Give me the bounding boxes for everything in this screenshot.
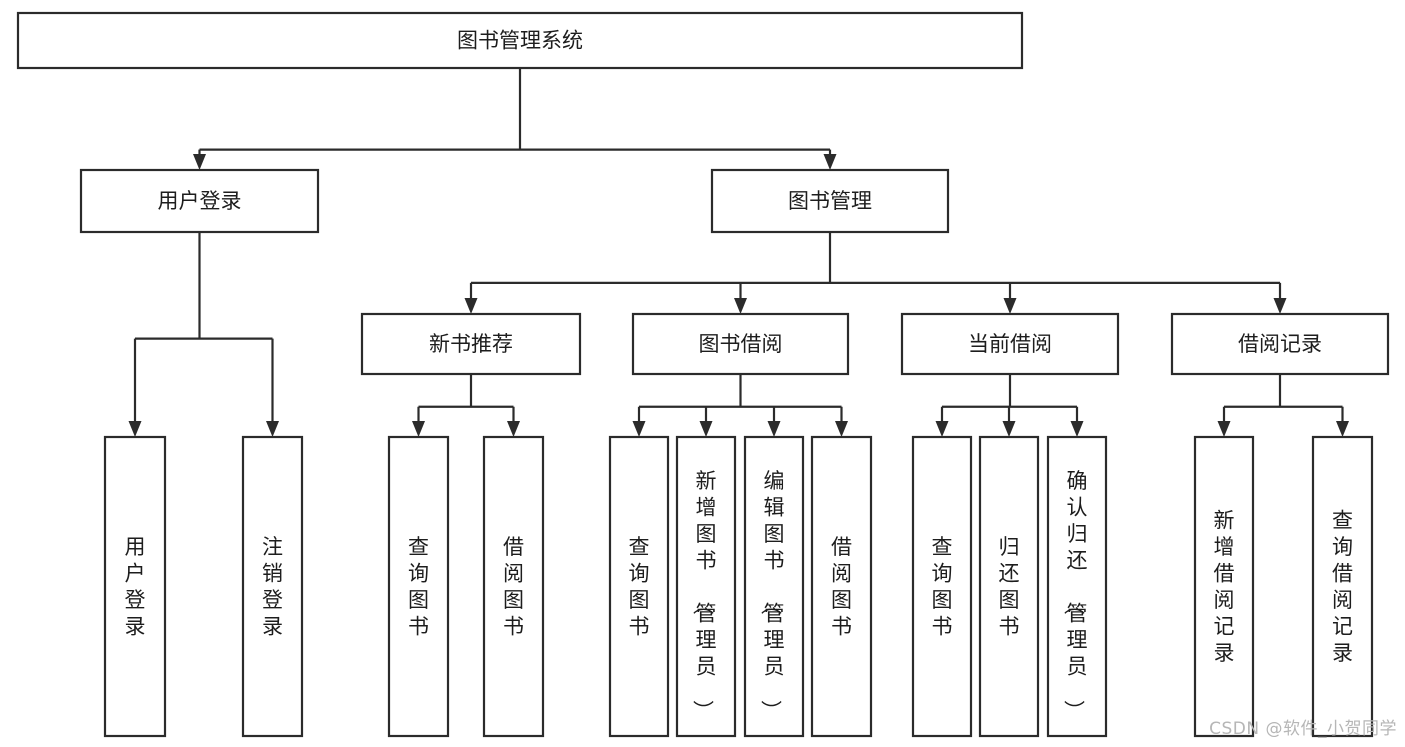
arrow-head-leaf-return-book: [1002, 421, 1016, 437]
node-label-leaf-query-book-2: 查询图书: [629, 535, 650, 639]
node-label-leaf-add-record: 新增借阅记录: [1214, 509, 1235, 666]
node-box-leaf-user-logout: [241, 435, 304, 738]
node-box-leaf-query-record: [1311, 435, 1374, 738]
node-label-leaf-query-book-3: 查询图书: [932, 535, 953, 639]
node-box-leaf-user-login: [103, 435, 167, 738]
node-root[interactable]: 图书管理系统: [16, 11, 1024, 70]
node-box-leaf-borrow-book-1: [482, 435, 545, 738]
node-box-leaf-query-book-2: [608, 435, 670, 738]
node-borrow-record[interactable]: 借阅记录: [1170, 312, 1390, 376]
node-leaf-borrow-book-1[interactable]: 借阅图书: [482, 435, 545, 738]
node-label-user-login: 用户登录: [158, 189, 242, 213]
node-box-user-login: [79, 168, 320, 234]
arrow-head-leaf-query-book-3: [935, 421, 949, 437]
node-label-leaf-borrow-book-1: 借阅图书: [503, 535, 524, 639]
arrow-head-leaf-borrow-book-1: [507, 421, 520, 437]
arrow-head-leaf-add-record: [1217, 421, 1231, 437]
node-user-login[interactable]: 用户登录: [79, 168, 320, 234]
node-new-book-recommend[interactable]: 新书推荐: [360, 312, 582, 376]
node-label-current-borrow: 当前借阅: [968, 332, 1052, 356]
node-label-leaf-return-book: 归还图书: [999, 535, 1020, 639]
node-book-borrow[interactable]: 图书借阅: [631, 312, 850, 376]
node-leaf-query-book-2[interactable]: 查询图书: [608, 435, 670, 738]
node-leaf-add-book[interactable]: 新增图书（管理员）: [675, 435, 737, 738]
node-label-root: 图书管理系统: [457, 29, 583, 53]
node-box-leaf-confirm-return: [1046, 435, 1108, 738]
node-box-leaf-edit-book: [743, 435, 805, 738]
node-label-leaf-query-record: 查询借阅记录: [1332, 509, 1353, 666]
watermark-label: CSDN @软件_小贺同学: [1209, 719, 1397, 739]
node-label-leaf-query-book-1: 查询图书: [408, 535, 429, 639]
arrow-head-new-book-recommend: [464, 298, 478, 314]
node-book-management[interactable]: 图书管理: [710, 168, 950, 234]
node-box-root: [16, 11, 1024, 70]
node-label-leaf-edit-book: 编辑图书（管理员）: [759, 469, 785, 721]
node-leaf-return-book[interactable]: 归还图书: [978, 435, 1040, 738]
node-leaf-borrow-book-2[interactable]: 借阅图书: [810, 435, 873, 738]
node-box-book-management: [710, 168, 950, 234]
node-box-leaf-query-book-1: [387, 435, 450, 738]
arrow-head-leaf-query-record: [1336, 421, 1349, 437]
node-label-leaf-add-book: 新增图书（管理员）: [691, 469, 717, 721]
node-label-new-book-recommend: 新书推荐: [429, 332, 513, 356]
node-leaf-confirm-return[interactable]: 确认归还（管理员）: [1046, 435, 1108, 738]
node-leaf-add-record[interactable]: 新增借阅记录: [1193, 435, 1255, 738]
arrow-head-current-borrow: [1003, 298, 1017, 314]
node-box-new-book-recommend: [360, 312, 582, 376]
node-leaf-query-book-3[interactable]: 查询图书: [911, 435, 973, 738]
node-label-borrow-record: 借阅记录: [1238, 332, 1322, 356]
nodes-layer: 图书管理系统用户登录图书管理新书推荐图书借阅当前借阅借阅记录用户登录注销登录查询…: [16, 11, 1390, 738]
node-box-current-borrow: [900, 312, 1120, 376]
node-label-leaf-user-logout: 注销登录: [262, 535, 283, 639]
node-leaf-user-login[interactable]: 用户登录: [103, 435, 167, 738]
arrow-head-leaf-user-logout: [266, 421, 279, 437]
node-leaf-edit-book[interactable]: 编辑图书（管理员）: [743, 435, 805, 738]
node-leaf-user-logout[interactable]: 注销登录: [241, 435, 304, 738]
arrow-head-leaf-borrow-book-2: [835, 421, 848, 437]
node-label-leaf-confirm-return: 确认归还（管理员）: [1062, 469, 1088, 721]
node-leaf-query-record[interactable]: 查询借阅记录: [1311, 435, 1374, 738]
arrow-head-leaf-add-book: [699, 421, 713, 437]
node-box-leaf-borrow-book-2: [810, 435, 873, 738]
node-label-leaf-borrow-book-2: 借阅图书: [831, 535, 852, 639]
node-box-borrow-record: [1170, 312, 1390, 376]
arrow-head-borrow-record: [1273, 298, 1287, 314]
node-leaf-query-book-1[interactable]: 查询图书: [387, 435, 450, 738]
node-box-leaf-query-book-3: [911, 435, 973, 738]
node-label-book-borrow: 图书借阅: [699, 332, 783, 356]
edges-layer: [128, 68, 1349, 437]
node-current-borrow[interactable]: 当前借阅: [900, 312, 1120, 376]
node-label-leaf-user-login: 用户登录: [125, 535, 146, 639]
arrow-head-user-login: [193, 154, 206, 170]
node-box-leaf-add-book: [675, 435, 737, 738]
node-box-book-borrow: [631, 312, 850, 376]
arrow-head-leaf-user-login: [128, 421, 142, 437]
arrow-head-leaf-query-book-2: [632, 421, 646, 437]
arrow-head-leaf-query-book-1: [412, 421, 425, 437]
node-box-leaf-add-record: [1193, 435, 1255, 738]
arrow-head-leaf-edit-book: [767, 421, 781, 437]
node-box-leaf-return-book: [978, 435, 1040, 738]
arrow-head-leaf-confirm-return: [1070, 421, 1084, 437]
arrow-head-book-borrow: [734, 298, 747, 314]
arrow-head-book-management: [823, 154, 837, 170]
node-label-book-management: 图书管理: [788, 189, 872, 213]
